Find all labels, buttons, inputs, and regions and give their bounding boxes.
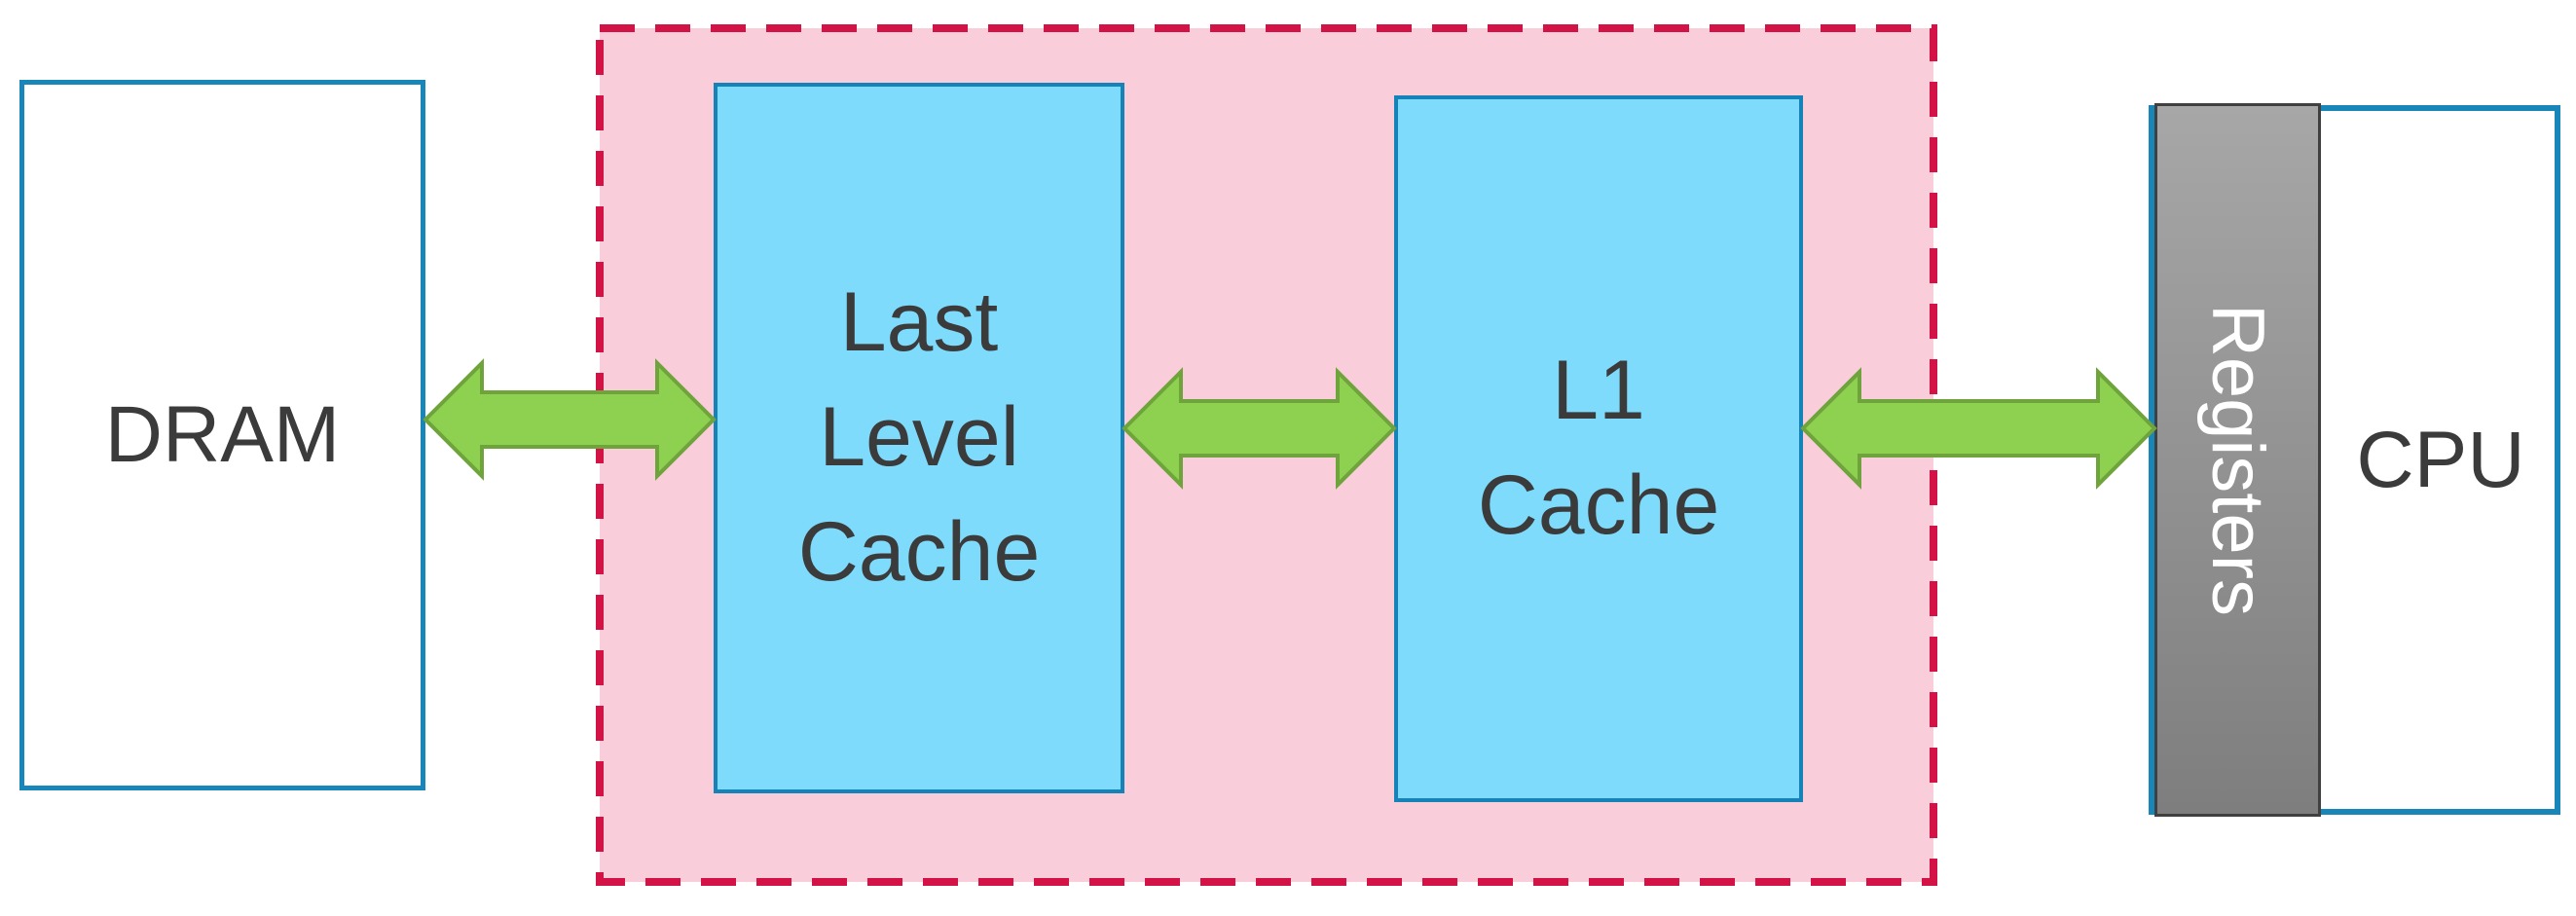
registers-bar: Registers <box>2154 103 2321 817</box>
dram-box: DRAM <box>19 80 425 790</box>
cpu-label: CPU <box>2356 415 2525 504</box>
dram-label: DRAM <box>104 390 341 479</box>
bidirectional-arrow-dram-llc <box>423 358 717 481</box>
l1-cache-box: L1 Cache <box>1394 95 1803 802</box>
bidirectional-arrow-llc-l1 <box>1122 367 1397 490</box>
cpu-label-area: CPU <box>2321 105 2560 815</box>
last-level-cache-label: Last Level Cache <box>797 275 1041 599</box>
bidirectional-arrow-l1-registers <box>1800 367 2157 490</box>
l1-cache-label: L1 Cache <box>1477 344 1720 552</box>
last-level-cache-box: Last Level Cache <box>714 83 1124 793</box>
